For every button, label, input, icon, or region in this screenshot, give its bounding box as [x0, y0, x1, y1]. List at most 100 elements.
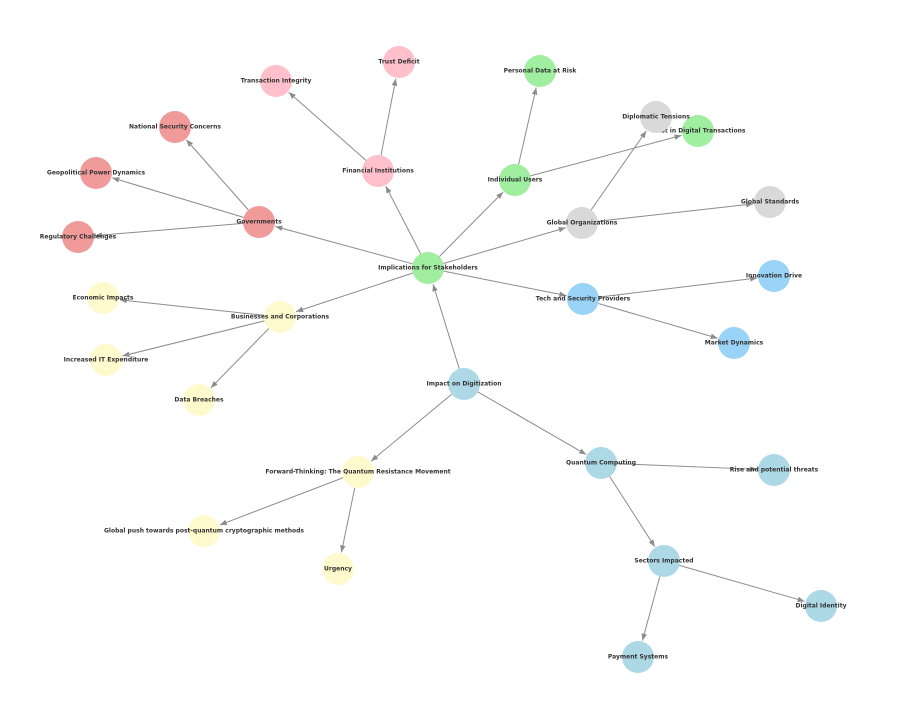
node-circle — [805, 590, 837, 622]
node-circle — [87, 282, 119, 314]
edge-businesses-to-data_breaches — [210, 328, 270, 389]
node-national-security: National Security Concerns — [129, 111, 221, 143]
node-circle — [567, 283, 599, 315]
node-label: Innovation Drive — [746, 273, 802, 280]
node-innovation: Innovation Drive — [746, 260, 802, 292]
edge-global_orgs-to-diplomatic — [590, 130, 647, 211]
edge-governments-to-national_security — [185, 139, 249, 211]
node-label: Digital Identity — [795, 603, 846, 610]
node-rise-threats: Rise and potential threats — [730, 454, 819, 486]
node-label: Global Organizations — [547, 220, 618, 227]
node-label: Businesses and Corporations — [231, 314, 330, 321]
node-trust-digital: Trust in Digital Transactions — [651, 115, 746, 147]
edge-digitization-to-forward_thinking — [370, 393, 453, 462]
edge-governments-to-regulatory — [94, 222, 244, 238]
node-circle — [499, 164, 531, 196]
node-label: Global push towards post-quantum cryptog… — [104, 528, 304, 535]
node-digitization: Impact on Digitization — [427, 368, 502, 400]
edge-individual_users-to-trust_digital — [530, 134, 682, 177]
node-circle — [90, 344, 122, 376]
node-circle — [183, 384, 215, 416]
edge-forward_thinking-to-global_push — [219, 477, 344, 526]
node-circle — [622, 641, 654, 673]
edge-digitization-to-quantum_computing — [477, 391, 587, 455]
node-global-push: Global push towards post-quantum cryptog… — [104, 515, 304, 547]
node-label: Geopolitical Power Dynamics — [47, 170, 146, 177]
edge-stakeholders-to-global_orgs — [443, 227, 566, 264]
node-circle — [260, 65, 292, 97]
node-label: Rise and potential threats — [730, 467, 819, 474]
edge-sectors-to-payment_systems — [641, 576, 661, 641]
node-label: Forward-Thinking: The Quantum Resistance… — [265, 469, 450, 476]
node-label: Quantum Computing — [566, 460, 636, 467]
node-label: Global Standards — [741, 199, 800, 206]
edge-tech_providers-to-market_dynamics — [598, 302, 718, 339]
node-circle — [264, 301, 296, 333]
node-circle — [566, 207, 598, 239]
edge-stakeholders-to-tech_providers — [443, 270, 567, 298]
node-financial: Financial Institutions — [342, 155, 414, 187]
node-label: Urgency — [324, 566, 352, 573]
node-label: Individual Users — [488, 177, 543, 184]
node-circle — [524, 55, 556, 87]
node-digital-identity: Digital Identity — [795, 590, 847, 622]
node-circle — [362, 155, 394, 187]
node-circle — [648, 545, 680, 577]
node-regulatory: Regulatory Challenges — [40, 221, 117, 253]
node-economic-impacts: Economic Impacts — [73, 282, 134, 314]
node-circle — [188, 515, 220, 547]
edge-businesses-to-it_expenditure — [122, 320, 265, 357]
edges-layer — [94, 78, 805, 641]
edge-forward_thinking-to-urgency — [340, 487, 356, 553]
edge-stakeholders-to-governments — [275, 225, 413, 265]
node-quantum-computing: Quantum Computing — [566, 447, 636, 479]
node-circle — [754, 186, 786, 218]
node-circle — [383, 46, 415, 78]
node-circle — [412, 252, 444, 284]
node-circle — [80, 157, 112, 189]
node-label: Data Breaches — [174, 397, 224, 404]
node-label: Market Dynamics — [705, 340, 764, 347]
edge-sectors-to-digital_identity — [679, 564, 805, 603]
edge-governments-to-geopolitical — [112, 177, 244, 218]
nodes-layer: Implications for Stakeholders Governments… — [40, 46, 847, 673]
node-label: Financial Institutions — [342, 168, 414, 175]
node-label: Trust Deficit — [378, 59, 419, 66]
node-label: Personal Data at Risk — [504, 68, 578, 75]
node-label: Sectors Impacted — [634, 558, 693, 565]
node-circle — [640, 101, 672, 133]
node-it-expenditure: Increased IT Expenditure — [64, 344, 149, 376]
node-label: Implications for Stakeholders — [378, 265, 478, 272]
node-data-breaches: Data Breaches — [174, 384, 224, 416]
node-global-orgs: Global Organizations — [547, 207, 618, 239]
node-label: Increased IT Expenditure — [64, 357, 149, 364]
node-geopolitical: Geopolitical Power Dynamics — [47, 157, 146, 189]
edge-stakeholders-to-businesses — [295, 272, 413, 313]
node-label: National Security Concerns — [129, 124, 221, 131]
node-circle — [758, 260, 790, 292]
node-individual-users: Individual Users — [488, 164, 543, 196]
node-transaction-integrity: Transaction Integrity — [241, 65, 312, 97]
node-circle — [585, 447, 617, 479]
node-global-standards: Global Standards — [741, 186, 800, 218]
node-label: Diplomatic Tensions — [622, 114, 690, 121]
node-label: Governments — [236, 219, 282, 226]
node-trust-deficit: Trust Deficit — [378, 46, 420, 78]
edge-stakeholders-to-financial — [385, 185, 422, 255]
node-label: Regulatory Challenges — [40, 234, 117, 241]
node-urgency: Urgency — [322, 553, 354, 585]
node-label: Trust in Digital Transactions — [651, 128, 746, 135]
node-payment-systems: Payment Systems — [608, 641, 668, 673]
node-diplomatic: Diplomatic Tensions — [622, 101, 690, 133]
node-circle — [62, 221, 94, 253]
edge-quantum_computing-to-sectors — [609, 476, 656, 547]
edge-stakeholders-to-individual_users — [438, 191, 504, 257]
node-circle — [682, 115, 714, 147]
node-governments: Governments — [236, 206, 282, 238]
node-circle — [342, 456, 374, 488]
edge-financial-to-trust_deficit — [380, 78, 398, 156]
node-forward-thinking: Forward-Thinking: The Quantum Resistance… — [265, 456, 451, 488]
edge-individual_users-to-personal_data — [518, 87, 538, 165]
edge-businesses-to-economic_impacts — [119, 297, 265, 316]
